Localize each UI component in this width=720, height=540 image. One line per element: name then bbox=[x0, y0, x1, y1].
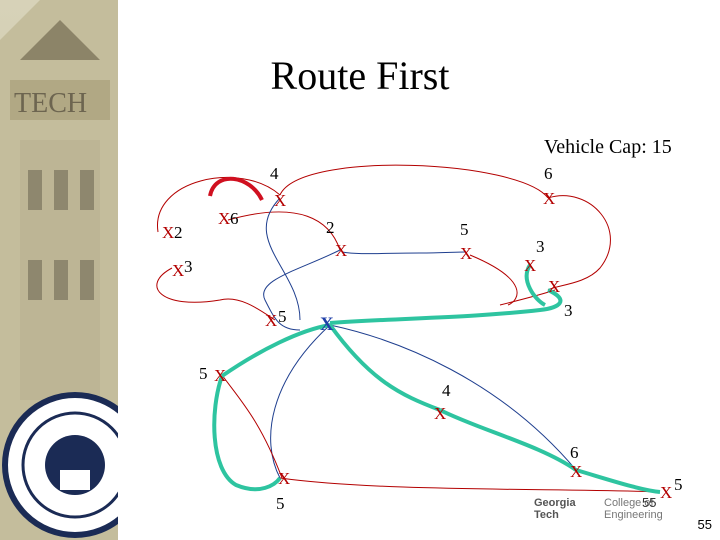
page-number: 55 bbox=[697, 517, 712, 532]
node-marker: X bbox=[172, 261, 185, 280]
node-demand-label: 5 bbox=[199, 364, 208, 383]
slide-title: Route First bbox=[270, 53, 450, 98]
node-marker: X bbox=[524, 256, 537, 275]
teal-route-edge bbox=[220, 323, 331, 378]
page-number-overlay: 55 bbox=[642, 495, 657, 510]
node-marker: X bbox=[218, 209, 231, 228]
red-route-edge bbox=[329, 324, 577, 471]
node-demand-label: 5 bbox=[460, 220, 469, 239]
node-demand-label: 4 bbox=[270, 164, 279, 183]
node-marker: X bbox=[460, 244, 473, 263]
node-demand-label: 5 bbox=[674, 475, 683, 494]
node-demand-label: 6 bbox=[230, 209, 239, 228]
node-marker: X bbox=[570, 462, 583, 481]
red-route-edge bbox=[227, 211, 341, 251]
red-route-edge bbox=[341, 251, 466, 255]
teal-route-edge bbox=[329, 288, 563, 325]
highlight-edge bbox=[208, 176, 264, 201]
red-route-edge bbox=[265, 197, 301, 321]
node-marker: X bbox=[548, 277, 561, 296]
node-demand-label: 3 bbox=[184, 257, 193, 276]
campus-sidebar: TECH bbox=[0, 0, 118, 540]
node-marker: X bbox=[162, 223, 175, 242]
node-demand-label: 5 bbox=[276, 494, 285, 513]
red-route-edge bbox=[156, 267, 276, 321]
node-marker: X bbox=[214, 366, 227, 385]
node-demand-label: 5 bbox=[278, 307, 287, 326]
red-route-edge bbox=[270, 324, 331, 479]
depot-marker: X bbox=[320, 314, 334, 335]
teal-route-edge bbox=[328, 323, 441, 412]
red-route-edge bbox=[547, 195, 611, 291]
red-route-edge bbox=[279, 477, 661, 493]
node-demand-label: 3 bbox=[536, 237, 545, 256]
node-demand-label: 3 bbox=[564, 301, 573, 320]
node-demand-label: 6 bbox=[570, 443, 579, 462]
teal-route-edge bbox=[212, 375, 282, 492]
georgia-tech-logo: Georgia Tech bbox=[534, 497, 576, 521]
node-marker: X bbox=[265, 311, 278, 330]
teal-route-edge bbox=[524, 263, 547, 307]
red-route-edge bbox=[221, 374, 283, 479]
node-demand-label: 4 bbox=[442, 381, 451, 400]
node-marker: X bbox=[660, 483, 673, 502]
vehicle-capacity-label: Vehicle Cap: 15 bbox=[544, 136, 672, 158]
node-marker: X bbox=[543, 189, 556, 208]
red-route-edge bbox=[499, 289, 556, 306]
teal-route-edge bbox=[439, 408, 578, 472]
tower-and-seal-illustration: TECH bbox=[0, 0, 118, 540]
red-route-edge bbox=[263, 249, 341, 331]
node-marker: X bbox=[434, 404, 447, 423]
college-of-engineering-logo: College of Engineering bbox=[604, 497, 663, 521]
node-marker: X bbox=[278, 469, 291, 488]
red-route-edge bbox=[279, 164, 549, 199]
node-demand-label: 2 bbox=[326, 218, 335, 237]
node-marker: X bbox=[335, 241, 348, 260]
node-demand-label: 6 bbox=[544, 164, 553, 183]
red-route-edge bbox=[157, 176, 281, 233]
teal-route-edge bbox=[575, 468, 661, 494]
red-route-edge bbox=[469, 254, 518, 306]
svg-text:TECH: TECH bbox=[14, 88, 87, 119]
node-marker: X bbox=[274, 191, 287, 210]
node-demand-label: 2 bbox=[174, 223, 183, 242]
